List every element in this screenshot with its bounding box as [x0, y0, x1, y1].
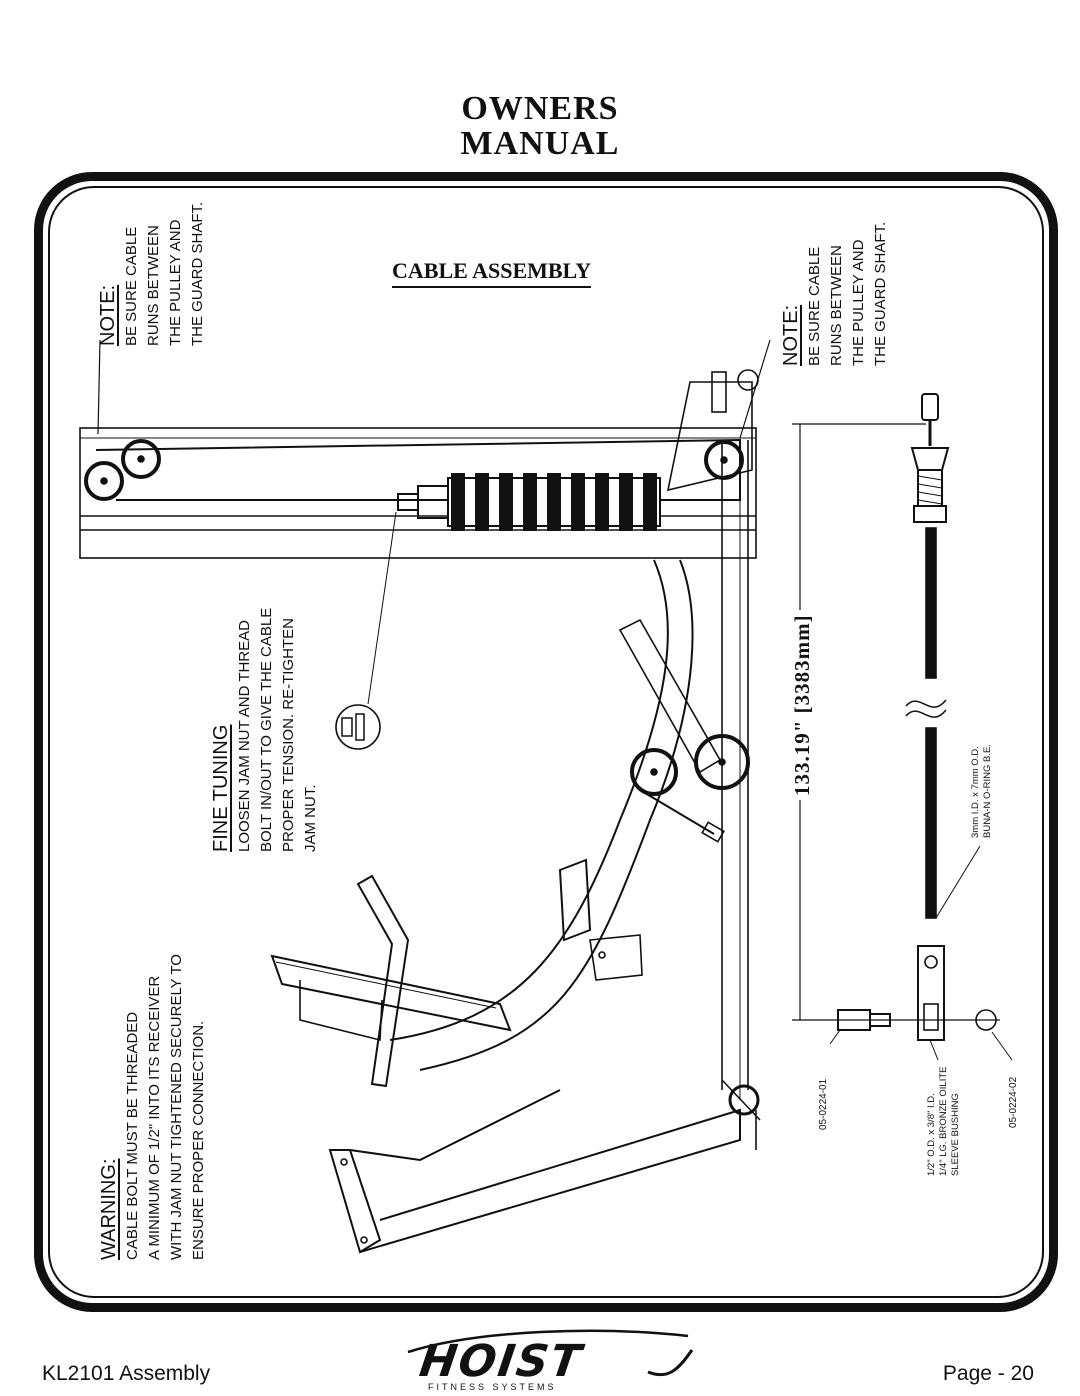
warning-line: A MINIMUM OF 1/2" INTO ITS RECEIVER: [146, 975, 163, 1260]
note-right-line: THE GUARD SHAFT.: [872, 221, 889, 366]
length-dimension: [792, 423, 1000, 1021]
lower-pulleys: [630, 734, 750, 843]
oring-spec: 3mm I.D. x 7mm O.D. BUNA-N O-RING B.E.: [970, 744, 994, 838]
fine-tuning-heading: FINE TUNING: [210, 724, 232, 852]
warning-note: WARNING: CABLE BOLT MUST BE THREADED A M…: [96, 954, 210, 1260]
warning-line: CABLE BOLT MUST BE THREADED: [124, 1011, 141, 1260]
warning-heading: WARNING:: [98, 1158, 120, 1260]
top-frame-beam: [79, 427, 757, 559]
curved-frame-front: [419, 559, 694, 1071]
note-left: NOTE: BE SURE CABLE RUNS BETWEEN THE PUL…: [95, 202, 209, 346]
page-frame-inner: [48, 186, 1044, 1298]
bushing-spec-line2: 1/4" LG. BRONZE OILITE: [938, 1066, 949, 1177]
warning-line: ENSURE PROPER CONNECTION.: [190, 1020, 207, 1260]
seat-pad: [270, 954, 512, 1042]
fine-tuning-line: JAM NUT.: [302, 784, 319, 853]
note-right-line: RUNS BETWEEN: [828, 245, 845, 366]
bottom-pulley: [728, 1084, 760, 1116]
back-pad: [558, 858, 592, 942]
manual-title-line2: MANUAL: [460, 125, 620, 162]
page-frame-outer: [34, 172, 1058, 1312]
manual-title-line1: OWNERS: [461, 90, 619, 127]
fine-tuning-detail: [335, 704, 381, 750]
fine-tuning-line: BOLT IN/OUT TO GIVE THE CABLE: [258, 607, 275, 852]
top-right-pulley: [666, 369, 759, 492]
warning-line: WITH JAM NUT TIGHTENED SECURELY TO: [168, 954, 185, 1260]
handle-arm: [356, 874, 410, 1088]
note-right: NOTE: BE SURE CABLE RUNS BETWEEN THE PUL…: [778, 222, 892, 366]
part-number-02: 05-0224-02: [1008, 1076, 1019, 1128]
oring-spec-line1: 3mm I.D. x 7mm O.D.: [970, 746, 981, 838]
fine-tuning-line: PROPER TENSION. RE-TIGHTEN: [280, 618, 297, 852]
note-right-heading: NOTE:: [780, 304, 802, 366]
diagram-title: CABLE ASSEMBLY: [392, 258, 592, 288]
footer-page-number: Page - 20: [942, 1362, 1034, 1385]
weight-spring-stack: [397, 473, 661, 531]
part-number-01: 05-0224-01: [818, 1078, 829, 1130]
fine-tuning-note: FINE TUNING LOOSEN JAM NUT AND THREAD BO…: [208, 608, 322, 852]
note-right-line: BE SURE CABLE: [806, 246, 823, 366]
bushing-spec-line3: SLEEVE BUSHING: [950, 1093, 961, 1176]
cable-length-label: 133.19" [3383mm]: [790, 614, 814, 796]
hoist-logo-subtitle: FITNESS SYSTEMS: [428, 1382, 557, 1392]
oring-spec-line2: BUNA-N O-RING B.E.: [982, 744, 993, 838]
note-left-line: BE SURE CABLE: [123, 226, 140, 346]
hoist-logo-text: HOIST: [416, 1336, 586, 1387]
hoist-logo: HOIST FITNESS SYSTEMS: [398, 1326, 698, 1392]
fine-tuning-line: LOOSEN JAM NUT AND THREAD: [236, 620, 253, 852]
footer-model: KL2101 Assembly: [42, 1362, 211, 1385]
note-left-line: RUNS BETWEEN: [145, 225, 162, 346]
bushing-spec-line1: 1/2" O.D. x 3/8" I.D.: [926, 1093, 937, 1176]
base-frame: [359, 1108, 741, 1253]
bushing-spec: 1/2" O.D. x 3/8" I.D. 1/4" LG. BRONZE OI…: [926, 1067, 962, 1177]
note-right-line: THE PULLEY AND: [850, 239, 867, 366]
note-left-heading: NOTE:: [97, 284, 119, 346]
cable-detail: [837, 393, 997, 1041]
note-left-line: THE GUARD SHAFT.: [189, 201, 206, 346]
press-arm: [618, 618, 722, 774]
note-left-line: THE PULLEY AND: [167, 219, 184, 346]
vertical-upright: [721, 440, 749, 1090]
